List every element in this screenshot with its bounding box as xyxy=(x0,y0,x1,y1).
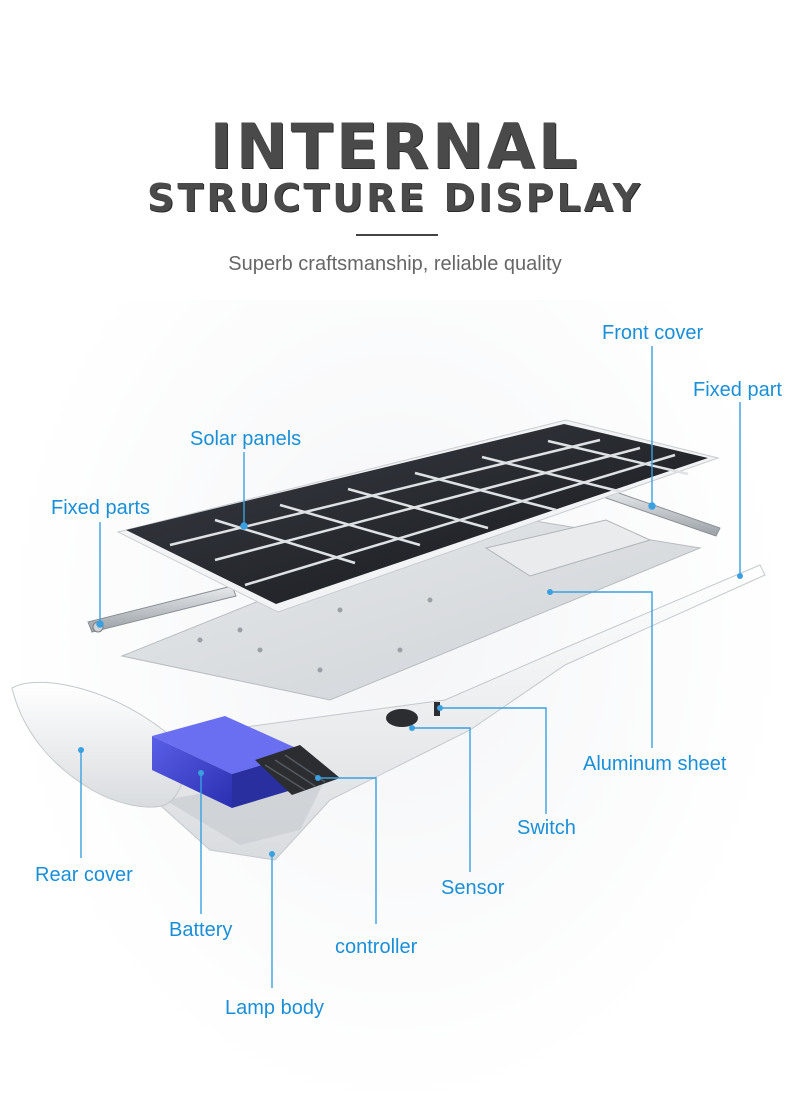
leader-aluminum-sheet xyxy=(550,591,653,748)
label-solar-panels: Solar panels xyxy=(190,428,302,450)
aluminum-sheet xyxy=(120,511,702,701)
label-fixed-part: Fixed part xyxy=(693,379,782,401)
controller xyxy=(255,745,340,795)
leader-switch xyxy=(440,707,547,814)
leader-controller xyxy=(318,777,377,924)
label-controller: controller xyxy=(335,936,418,958)
title-divider xyxy=(356,234,438,236)
leader-lines xyxy=(80,346,741,988)
label-battery: Battery xyxy=(169,919,233,941)
label-sensor: Sensor xyxy=(441,877,505,899)
label-rear-cover: Rear cover xyxy=(35,864,133,886)
title-line-1: INTERNAL xyxy=(209,110,581,183)
label-lamp-body: Lamp body xyxy=(225,997,324,1019)
subtitle: Superb craftsmanship, reliable quality xyxy=(228,253,562,275)
rear-cover xyxy=(11,681,185,808)
label-front-cover: Front cover xyxy=(602,322,704,344)
leader-sensor xyxy=(412,727,471,872)
label-fixed-parts: Fixed parts xyxy=(51,497,150,519)
label-switch: Switch xyxy=(517,817,576,839)
label-aluminum-sheet: Aluminum sheet xyxy=(583,753,727,775)
title-line-2: STRUCTURE DISPLAY xyxy=(147,176,643,220)
solar-panel xyxy=(116,419,720,613)
